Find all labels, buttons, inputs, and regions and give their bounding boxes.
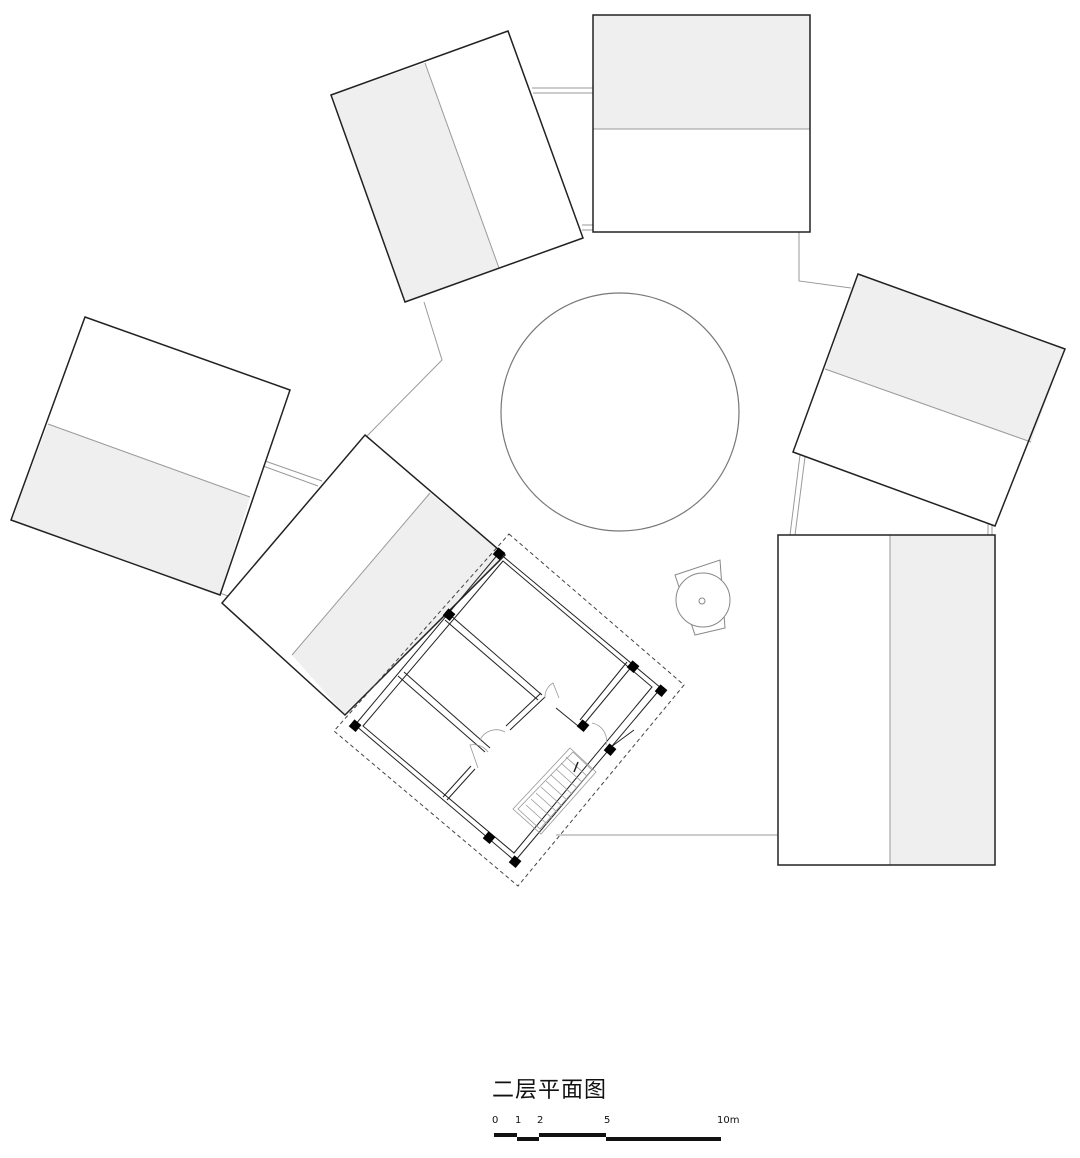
core-building xyxy=(333,533,685,887)
round-table-feature xyxy=(674,559,731,636)
scale-tick-2: 2 xyxy=(537,1115,544,1126)
scale-tick-5: 5 xyxy=(604,1115,611,1126)
central-circle xyxy=(500,292,740,532)
pavilion-top-left xyxy=(330,30,584,303)
pavilion-lower-left xyxy=(220,433,507,717)
stair xyxy=(512,747,597,835)
scale-bar xyxy=(494,1133,721,1141)
pavilion-right xyxy=(792,273,1066,527)
scale-tick-1: 1 xyxy=(515,1115,522,1126)
pavilion-left xyxy=(10,316,291,596)
pavilion-bottom-right xyxy=(777,534,996,866)
columns xyxy=(348,547,668,869)
scale-tick-10m: 10m xyxy=(717,1115,740,1126)
drawing-title: 二层平面图 xyxy=(492,1078,608,1103)
scale-tick-0: 0 xyxy=(492,1115,499,1126)
pavilion-top xyxy=(592,14,811,233)
